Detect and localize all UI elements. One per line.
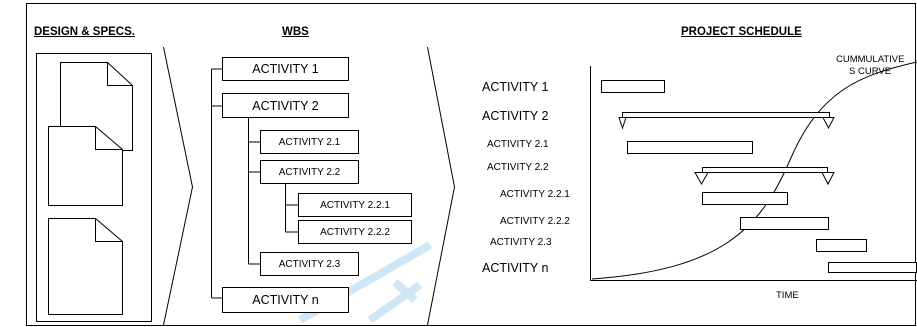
schedule-label-activity-2-3: ACTIVITY 2.3 (490, 237, 552, 248)
wbs-tree-lines (211, 68, 298, 299)
heading-design-specs: DESIGN & SPECS. (34, 26, 135, 38)
schedule-label-activity-2-2-1: ACTIVITY 2.2.1 (500, 189, 570, 200)
gantt-bar-activity-2-2-2 (740, 217, 829, 230)
schedule-label-activity-2-2: ACTIVITY 2.2 (487, 162, 549, 173)
s-curve-label-line-2: S CURVE (849, 66, 892, 77)
wbs-box-activity-n: ACTIVITY n (222, 287, 349, 313)
s-curve-label-line-1: CUMMULATIVE (836, 54, 905, 65)
document-icon-3 (48, 218, 123, 315)
gantt-bar-activity-2-1 (627, 141, 753, 154)
heading-wbs: WBS (282, 26, 309, 38)
schedule-label-activity-2-1: ACTIVITY 2.1 (487, 139, 549, 150)
schedule-label-activity-2-2-2: ACTIVITY 2.2.2 (500, 216, 570, 227)
gantt-bars (601, 80, 917, 273)
time-axis-label: TIME (776, 290, 799, 301)
flow-chevron-2 (427, 46, 456, 326)
wbs-box-activity-2: ACTIVITY 2 (222, 93, 349, 118)
flow-chevron-1 (163, 46, 194, 326)
document-fold-2 (95, 126, 123, 150)
wbs-box-activity-1: ACTIVITY 1 (222, 57, 349, 81)
summary-bar-activity-2-2 (694, 167, 835, 186)
wbs-box-activity-2-3: ACTIVITY 2.3 (260, 252, 359, 276)
cumulative-s-curve (591, 61, 917, 280)
document-icon-2 (48, 126, 123, 206)
summary-bar-activity-2 (618, 112, 835, 130)
wbs-box-activity-2-2-2: ACTIVITY 2.2.2 (298, 220, 412, 244)
wbs-box-activity-2-1: ACTIVITY 2.1 (260, 130, 359, 154)
gantt-bar-activity-1 (601, 80, 665, 93)
gantt-bar-activity-2-3 (816, 239, 867, 252)
wbs-box-activity-2-2: ACTIVITY 2.2 (260, 160, 359, 184)
watermark-stroke-b (367, 281, 423, 324)
wbs-box-activity-2-2-1: ACTIVITY 2.2.1 (298, 193, 412, 217)
watermark-stroke-c (392, 279, 418, 303)
schedule-axes (590, 66, 917, 281)
schedule-label-activity-2: ACTIVITY 2 (482, 109, 549, 123)
schedule-label-activity-n: ACTIVITY n (482, 261, 549, 275)
document-fold-1 (107, 62, 133, 86)
heading-project-schedule: PROJECT SCHEDULE (681, 26, 802, 38)
outer-frame (26, 3, 916, 326)
schedule-label-activity-1: ACTIVITY 1 (482, 80, 549, 94)
document-fold-3 (95, 218, 123, 242)
gantt-bar-activity-2-2-1 (702, 192, 788, 205)
gantt-bar-activity-n (828, 262, 917, 273)
